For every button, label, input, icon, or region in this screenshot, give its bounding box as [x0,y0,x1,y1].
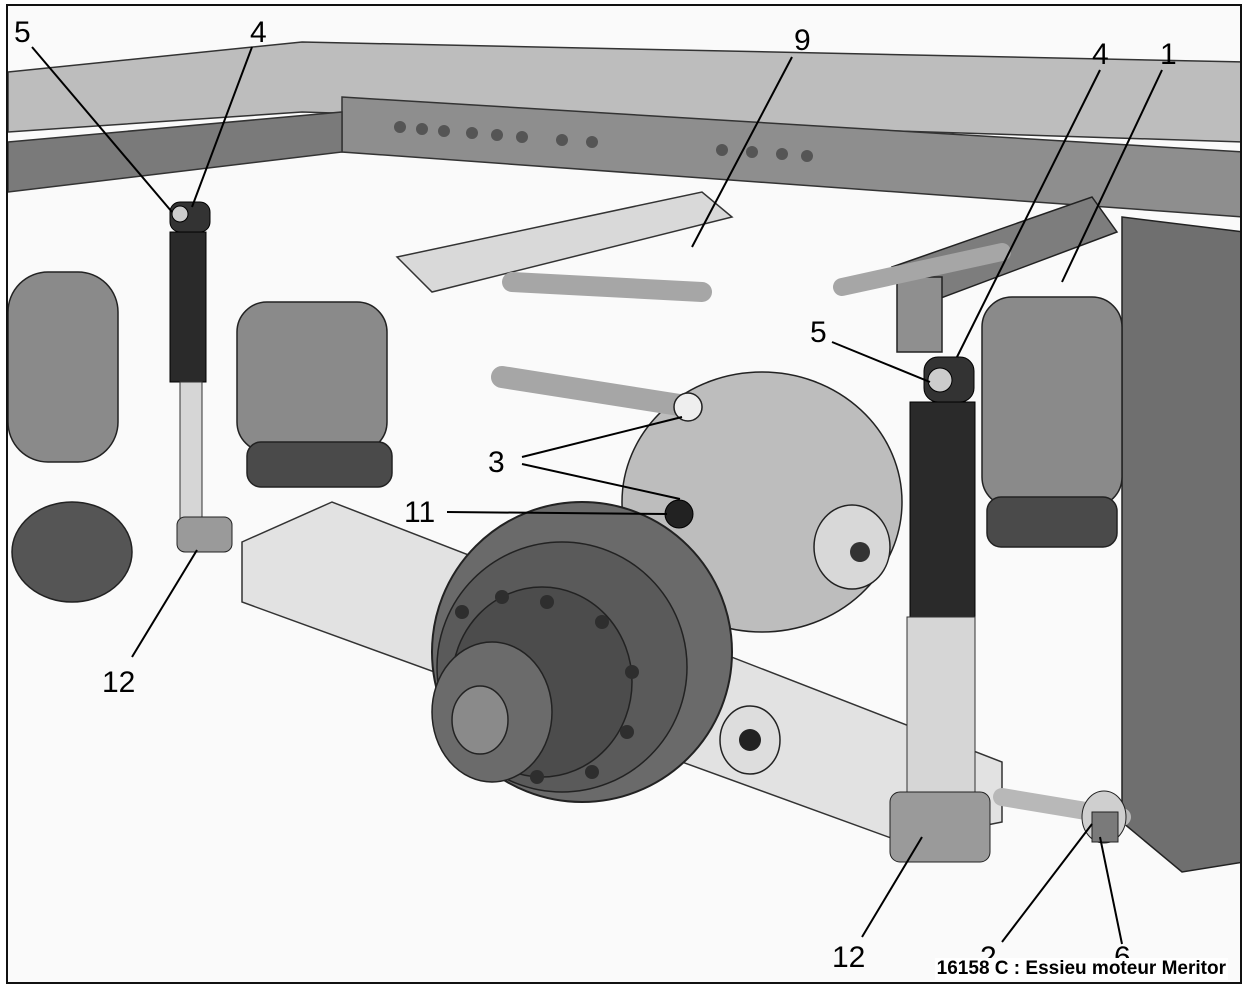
shock-absorber-left [169,201,233,553]
left-hub-fragment [11,501,133,603]
callout-4-left: 4 [250,16,267,49]
callout-1: 1 [1160,38,1177,71]
air-spring-right [981,296,1123,548]
callout-5-left: 5 [14,16,31,49]
figure-frame: 5 4 9 4 1 5 3 11 12 12 2 6 16158 C : Ess… [6,4,1242,984]
figure-caption: 16158 C : Essieu moteur Meritor [934,958,1228,980]
callout-3: 3 [488,446,505,479]
callout-leaders [31,46,1163,945]
callout-12-left: 12 [102,666,135,699]
lateral-rod [993,788,1131,844]
wheel-hub [431,501,733,803]
callout-4-right: 4 [1092,38,1109,71]
callout-11: 11 [404,496,435,529]
air-spring-left [236,301,393,488]
suspension-illustration: 5 4 9 4 1 5 3 11 12 12 2 6 [8,16,1240,974]
callout-12-right: 12 [832,941,865,974]
torque-rods [491,243,1011,422]
beam-pivot [719,705,781,775]
bushing-11 [664,499,694,529]
callout-5-right: 5 [810,316,827,349]
callout-9: 9 [794,24,811,57]
right-side-plate [1121,216,1240,873]
chassis-frame [8,41,1240,293]
shock-absorber-right [889,356,991,863]
left-air-spring [8,271,119,463]
